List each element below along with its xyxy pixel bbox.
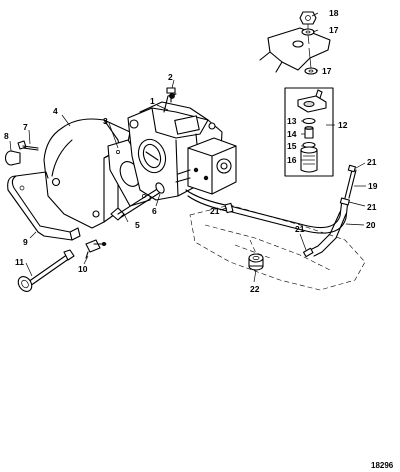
callout-2: 2 xyxy=(168,72,173,82)
mounting-bracket xyxy=(259,27,331,73)
callout-21-a: 21 xyxy=(367,157,377,167)
washer-6 xyxy=(155,182,165,194)
callout-5: 5 xyxy=(135,220,140,230)
screw-7 xyxy=(17,140,39,151)
callout-21-c: 21 xyxy=(210,206,220,216)
callout-17-top: 17 xyxy=(329,25,339,35)
callout-21-d: 21 xyxy=(295,224,305,234)
callout-22: 22 xyxy=(250,284,260,294)
callout-15: 15 xyxy=(287,141,297,151)
callout-8: 8 xyxy=(4,131,9,141)
callout-1: 1 xyxy=(150,96,155,106)
screw-2 xyxy=(166,87,176,103)
callout-9: 9 xyxy=(23,237,28,247)
washer-17-bottom xyxy=(304,67,318,75)
fuel-line-19 xyxy=(344,169,357,199)
callout-17-bottom: 17 xyxy=(322,66,332,76)
callout-10: 10 xyxy=(78,264,88,274)
callout-3: 3 xyxy=(103,116,108,126)
primer-hose-11 xyxy=(17,249,75,292)
callout-19: 19 xyxy=(368,181,378,191)
callout-12: 12 xyxy=(338,120,348,130)
grommet-22 xyxy=(248,253,264,271)
callout-13: 13 xyxy=(287,116,297,126)
callout-18: 18 xyxy=(329,8,339,18)
flame-arrestor-cover xyxy=(43,118,131,229)
callout-leaders xyxy=(9,12,366,283)
knob-8 xyxy=(4,150,21,166)
clamp-21-c xyxy=(224,202,234,214)
fuel-filter-box xyxy=(284,87,334,177)
callout-21-b: 21 xyxy=(367,202,377,212)
fuel-hose-20 xyxy=(185,189,349,257)
callout-11: 11 xyxy=(15,257,24,267)
callout-6: 6 xyxy=(152,206,157,216)
callout-7: 7 xyxy=(23,122,28,132)
callout-4: 4 xyxy=(53,106,58,116)
clamp-21-b xyxy=(339,197,350,206)
nut-18 xyxy=(299,11,317,25)
clamp-21-a xyxy=(347,164,356,173)
washer-17-top xyxy=(301,28,315,36)
callout-14: 14 xyxy=(287,129,297,139)
fitting-10 xyxy=(85,239,107,259)
callout-16: 16 xyxy=(287,155,297,165)
callout-20: 20 xyxy=(366,220,376,230)
clamp-21-d xyxy=(302,247,314,258)
bracket-9 xyxy=(7,171,81,241)
fuel-pump xyxy=(175,137,237,195)
diagram-reference-number: 18296 xyxy=(371,461,394,470)
